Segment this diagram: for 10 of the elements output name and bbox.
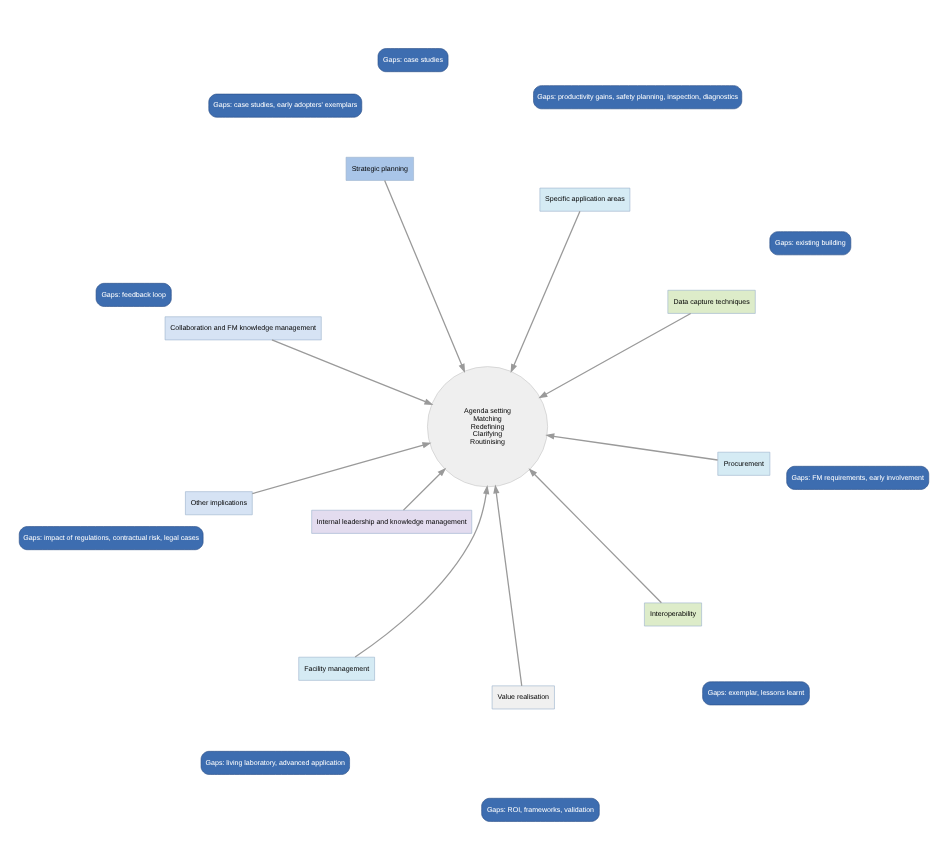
arrow [493,483,523,686]
arrow [510,209,581,373]
arrow [538,311,692,398]
arrow [528,467,663,603]
arrow [271,338,434,404]
arrow [354,484,490,657]
arrow [402,466,447,510]
arrow [251,441,432,494]
arrow [545,432,719,460]
arrow [384,178,466,372]
